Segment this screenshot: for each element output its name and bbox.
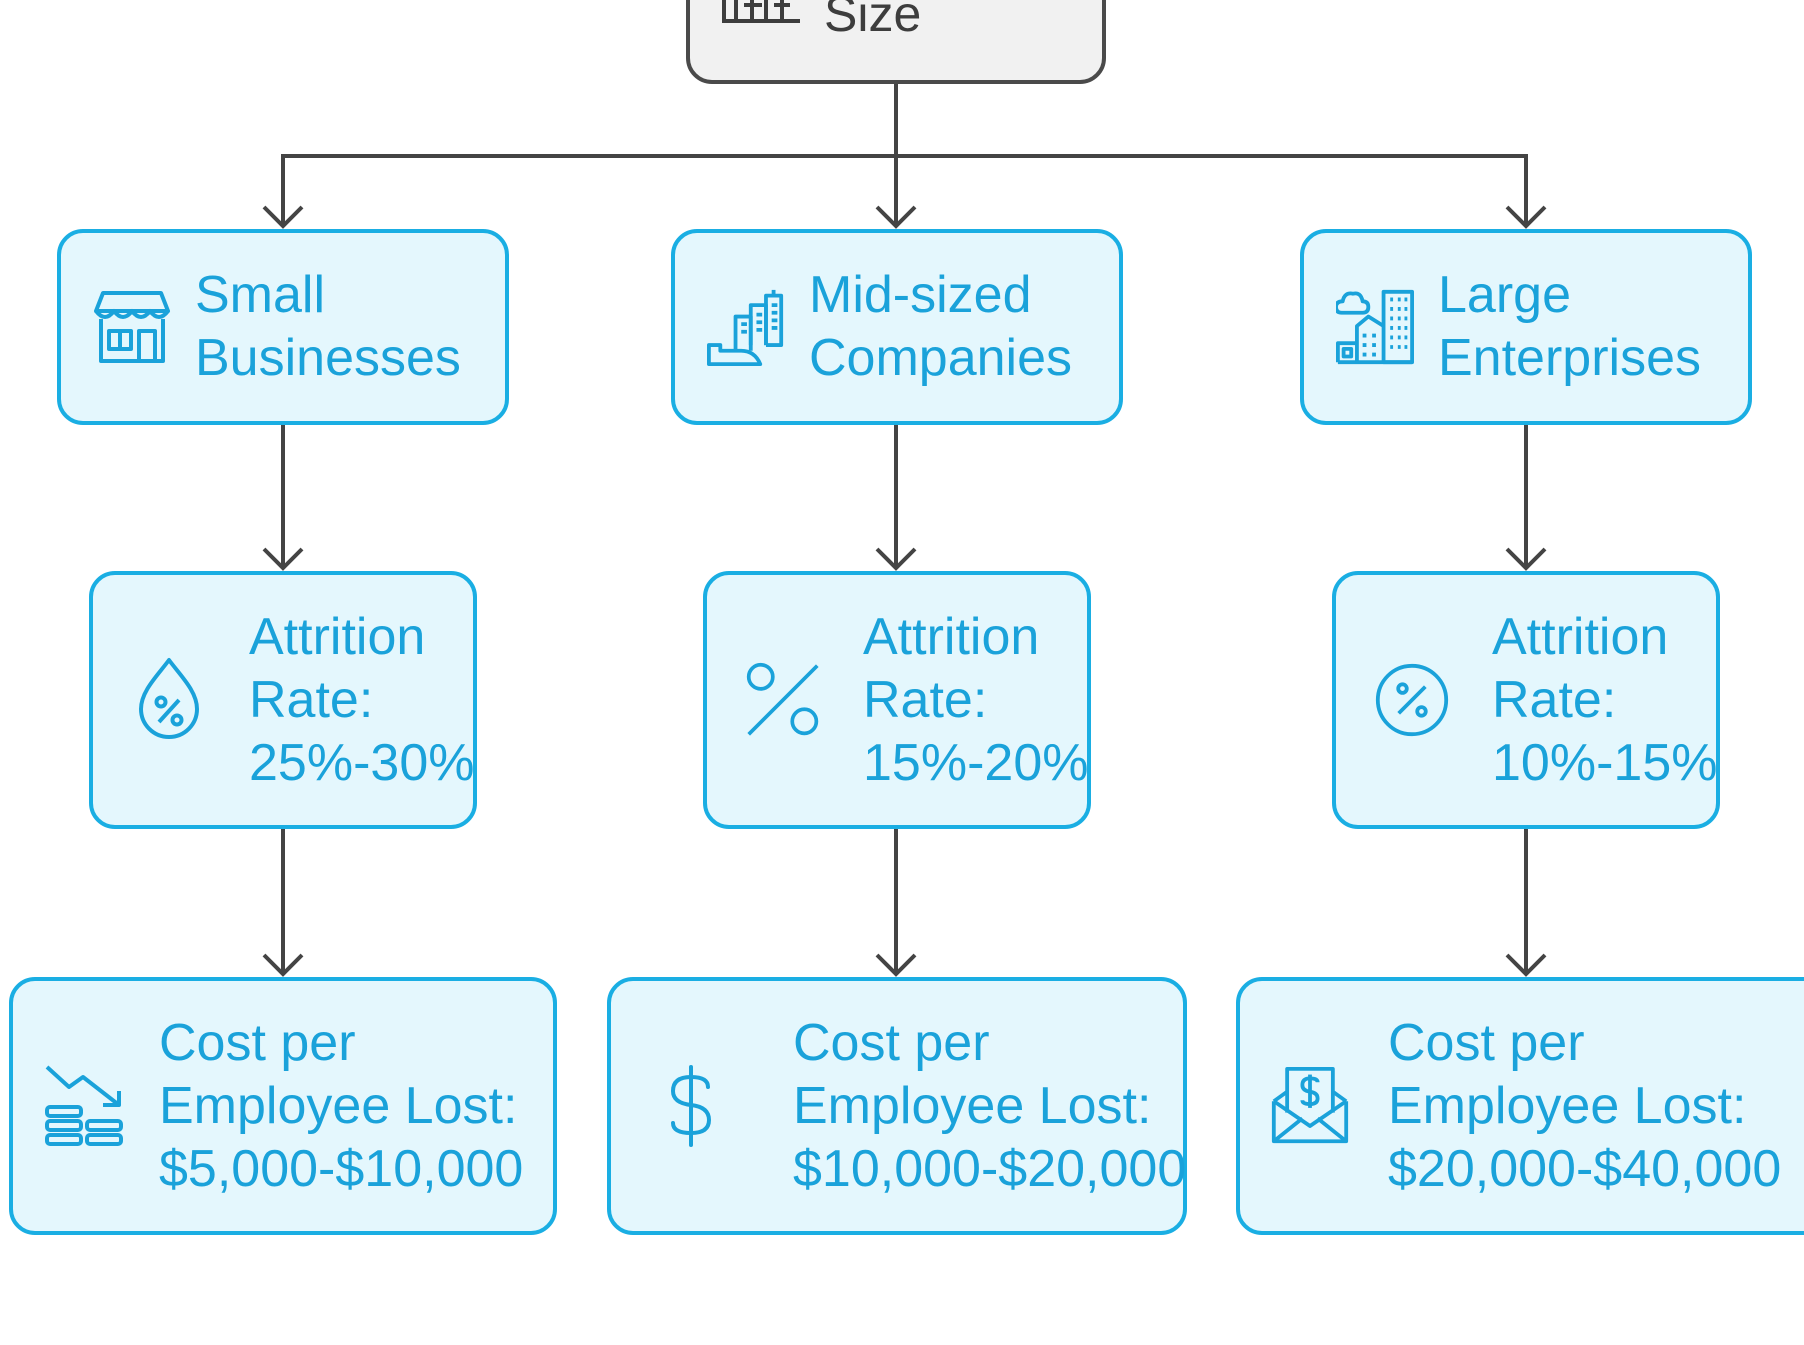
percent-circle-icon (1374, 660, 1450, 740)
storefront-icon (93, 289, 171, 365)
attrition-value: 10%-15% (1492, 733, 1718, 792)
size-label-line2: Businesses (195, 329, 461, 387)
attrition-label-line2: Rate: (249, 670, 374, 729)
node-attrition-large: Attrition Rate: 10%-15% (1332, 571, 1720, 829)
node-cost-small: Cost per Employee Lost: $5,000-$10,000 (9, 977, 557, 1235)
cost-label-line1: Cost per (793, 1013, 990, 1072)
attrition-value: 15%-20% (863, 733, 1089, 792)
attrition-label-line1: Attrition (249, 607, 426, 666)
node-attrition-small: Attrition Rate: 25%-30% (89, 571, 477, 829)
cost-value: $20,000-$40,000 (1388, 1139, 1782, 1198)
size-label-line1: Small (195, 266, 326, 324)
size-label-line1: Large (1438, 266, 1571, 324)
city-skyline-icon (1336, 286, 1414, 368)
cost-value: $10,000-$20,000 (793, 1139, 1187, 1198)
cost-label-line1: Cost per (1388, 1013, 1585, 1072)
cost-label-line2: Employee Lost: (793, 1076, 1152, 1135)
percent-drop-icon (131, 657, 207, 743)
size-label-line2: Companies (809, 329, 1073, 387)
cost-label-line2: Employee Lost: (1388, 1076, 1747, 1135)
attrition-value: 25%-30% (249, 733, 475, 792)
money-decline-icon (45, 1065, 125, 1147)
node-cost-mid: Cost per Employee Lost: $10,000-$20,000 (607, 977, 1187, 1235)
attrition-label-line2: Rate: (1492, 670, 1617, 729)
cost-label-line1: Cost per (159, 1013, 356, 1072)
sizes-to-attrition-connectors (262, 425, 1547, 571)
buildings-icon (722, 0, 802, 40)
root-node-size: Size (686, 0, 1106, 84)
root-label: Size (824, 0, 922, 42)
root-to-sizes-connector (262, 84, 1547, 229)
node-cost-large: Cost per Employee Lost: $20,000-$40,000 (1236, 977, 1804, 1235)
cost-value: $5,000-$10,000 (159, 1139, 524, 1198)
cost-label-line2: Employee Lost: (159, 1076, 518, 1135)
office-buildings-icon (707, 286, 785, 368)
percent-icon (745, 659, 821, 741)
money-envelope-icon (1270, 1065, 1350, 1147)
node-small-businesses: Small Businesses (57, 229, 509, 425)
attrition-label-line2: Rate: (863, 670, 988, 729)
node-large-enterprises: Large Enterprises (1300, 229, 1752, 425)
attrition-label-line1: Attrition (863, 607, 1040, 666)
size-label-line2: Enterprises (1438, 329, 1701, 387)
attrition-to-cost-connectors (262, 829, 1547, 977)
attrition-label-line1: Attrition (1492, 607, 1669, 666)
size-label-line1: Mid-sized (809, 266, 1032, 324)
dollar-icon (651, 1065, 731, 1147)
node-mid-sized-companies: Mid-sized Companies (671, 229, 1123, 425)
node-attrition-mid: Attrition Rate: 15%-20% (703, 571, 1091, 829)
